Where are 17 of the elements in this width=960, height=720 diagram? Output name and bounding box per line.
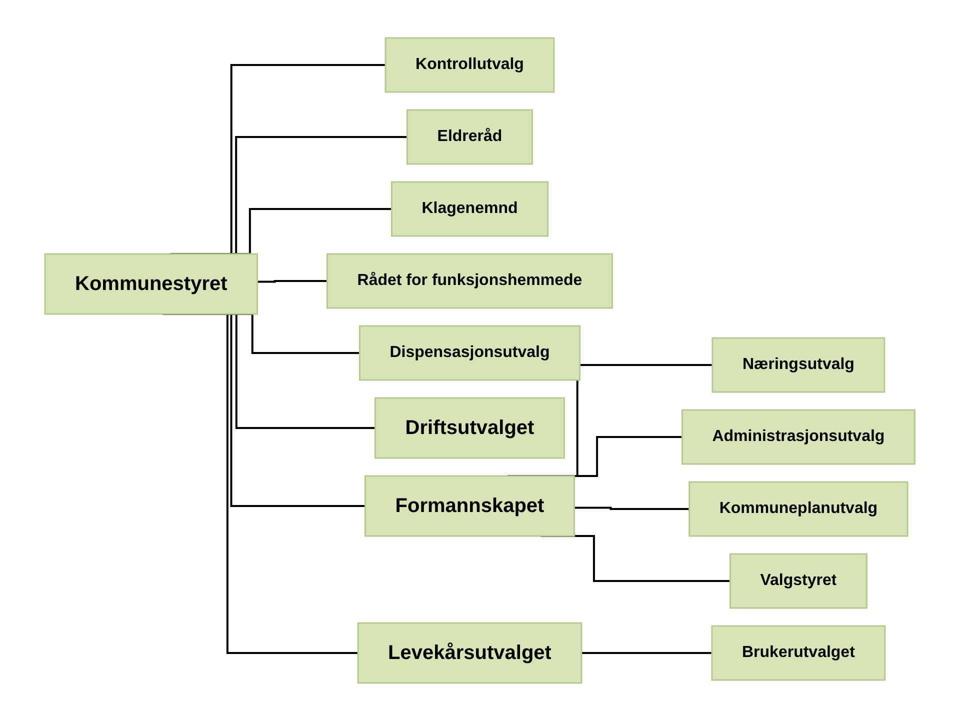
node-box: Eldreråd [406, 108, 534, 164]
node-box: Kommuneplanutvalg [688, 480, 908, 536]
connector [582, 652, 712, 654]
node-box: Formannskapet [364, 474, 576, 536]
node-box: Brukerutvalget [711, 624, 886, 680]
node-box: Næringsutvalg [712, 336, 886, 392]
connector [257, 280, 328, 282]
node-box: Rådet for funksjonshemmede [326, 252, 614, 308]
node-box: Klagenemnd [391, 180, 549, 236]
node-box: Dispensasjonsutvalg [359, 324, 581, 380]
node-box: Valgstyret [730, 552, 868, 608]
node-box: Kontrollutvalg [384, 36, 555, 92]
node-box: Administrasjonsutvalg [682, 408, 916, 464]
connector [574, 506, 690, 510]
node-box: Kommunestyret [44, 252, 258, 314]
node-box: Driftsutvalget [374, 396, 566, 458]
node-box: Levekårsutvalget [357, 622, 582, 684]
